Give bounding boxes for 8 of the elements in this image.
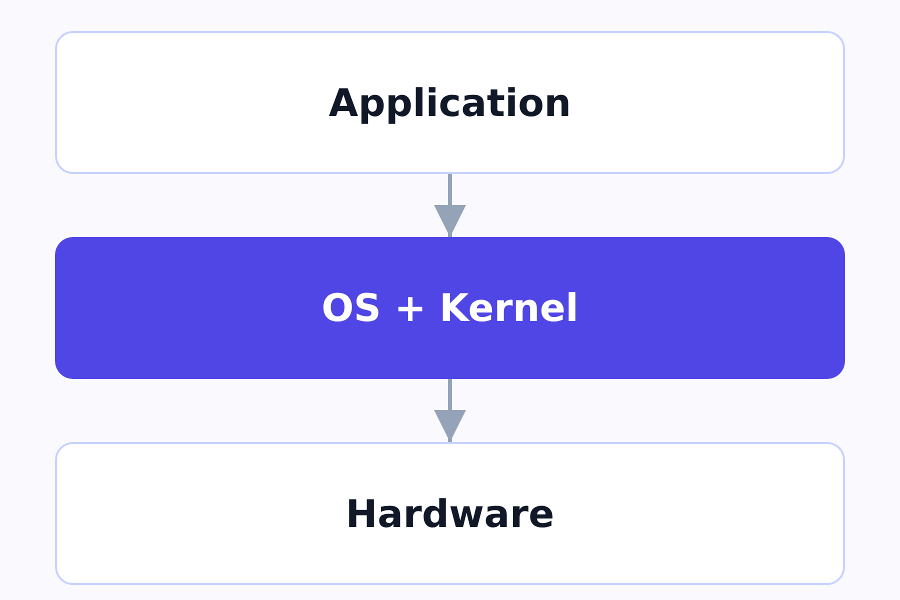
- highlighted-layer-box: [55, 237, 845, 379]
- layer-label: OS + Kernel: [321, 286, 579, 330]
- layer-box: [55, 31, 845, 174]
- arrow: [434, 174, 466, 237]
- layer-label: Hardware: [346, 492, 554, 536]
- arrow: [434, 379, 466, 442]
- layer-label: Application: [328, 80, 572, 124]
- layer-box: [55, 442, 845, 585]
